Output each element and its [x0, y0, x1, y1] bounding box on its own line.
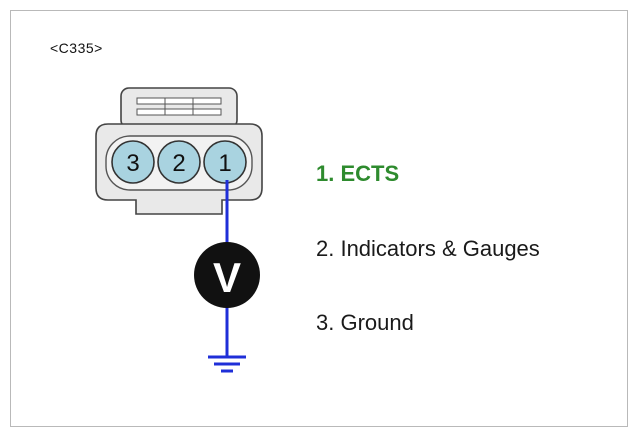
pin-1-description: 1. ECTS	[316, 161, 400, 186]
pin-2-number: 2	[172, 150, 185, 177]
pin-3-description: 3. Ground	[316, 310, 414, 335]
pin-2	[157, 140, 201, 184]
pin-1-number: 1	[218, 150, 231, 177]
connector-latch	[120, 87, 238, 129]
ground-icon	[208, 355, 246, 373]
connector-id-label: <C335>	[50, 40, 103, 56]
voltmeter-icon	[194, 242, 260, 308]
pin-1	[203, 140, 247, 184]
diagram-frame	[10, 10, 628, 427]
voltmeter-symbol: V	[213, 254, 241, 301]
pin-3-number: 3	[126, 150, 139, 177]
pin-2-description: 2. Indicators & Gauges	[316, 236, 540, 261]
pin-3	[111, 140, 155, 184]
